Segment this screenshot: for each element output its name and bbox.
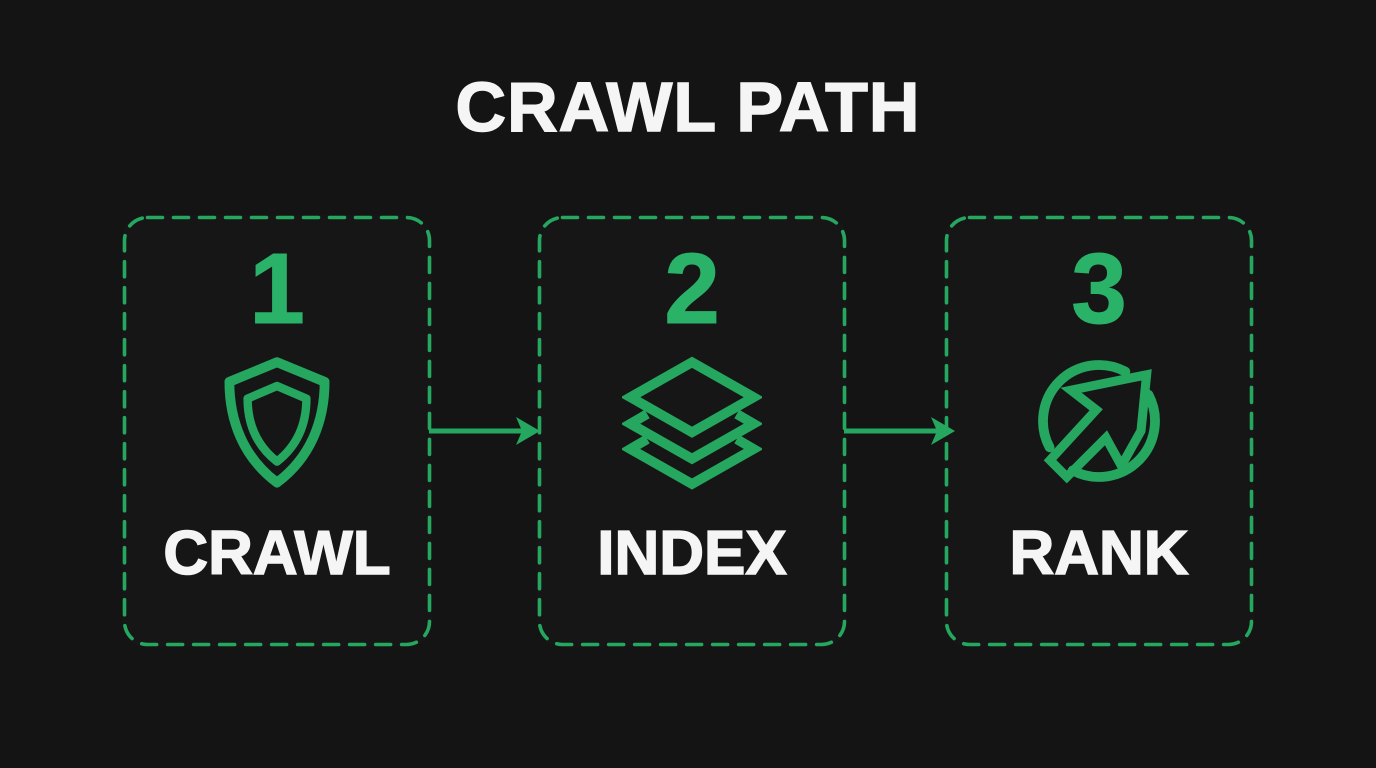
step-card-rank: 3 RANK <box>944 215 1254 647</box>
layers-icon <box>622 351 762 491</box>
step-number: 2 <box>664 233 721 345</box>
step-card-index: 2 INDEX <box>537 215 847 647</box>
step-number: 1 <box>249 233 306 345</box>
arrow-step1-to-step2 <box>429 417 540 445</box>
step-label: CRAWL <box>163 519 392 588</box>
step-label: INDEX <box>596 519 787 588</box>
page-title: CRAWL PATH <box>455 68 921 146</box>
arrow-step2-to-step3 <box>844 417 955 445</box>
step-label: RANK <box>1009 519 1190 588</box>
step-number: 3 <box>1071 233 1128 345</box>
shield-icon <box>207 351 347 491</box>
trending-arrow-icon <box>1029 351 1169 491</box>
step-card-crawl: 1 CRAWL <box>122 215 432 647</box>
